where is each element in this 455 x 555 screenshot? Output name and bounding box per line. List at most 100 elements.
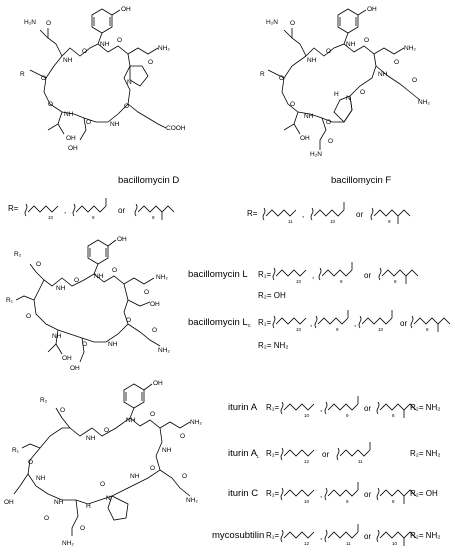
atom-h: H [86, 503, 91, 510]
chain-repeat-count: 8 [392, 413, 395, 418]
r1-label: R₁= [258, 270, 271, 279]
svg-text:or: or [322, 450, 329, 459]
atom-oh: OH [70, 365, 80, 372]
atom-oh: OH [66, 135, 76, 142]
r-group-row-bacillomycin-d: R= 10 , 9 or 8 [8, 198, 175, 220]
structure-bacillomycin-l: OH R₂ O NH₂ O OH NH O NH O O NH O NH O R… [6, 236, 170, 372]
chain-repeat-count: 11 [346, 541, 351, 546]
atom-nh2: NH₂ [404, 45, 416, 52]
svg-text:or: or [400, 319, 407, 328]
atom-nh2: NH₂ [190, 419, 202, 426]
atom-o: O [144, 289, 149, 296]
atom-o: O [412, 77, 417, 84]
atom-nh: NH [100, 41, 110, 48]
atom-nh: NH [130, 473, 140, 480]
chain-repeat-count: 9 [346, 413, 349, 418]
atom-o: O [74, 277, 79, 284]
atom-nh2: NH₂ [62, 540, 74, 547]
chain-repeat-count: 12 [304, 459, 310, 464]
compound-name-iturin-c: iturin C [228, 488, 258, 499]
atom-o: O [150, 465, 155, 472]
compound-name-bacillomycin-d: bacillomycin D [118, 175, 179, 186]
atom-oh: OH [117, 236, 127, 243]
atom-nh2: NH₂ [418, 99, 430, 106]
svg-text:,: , [354, 319, 356, 328]
svg-text:,: , [310, 319, 312, 328]
atom-nh: NH [307, 57, 317, 64]
atom-o: O [80, 525, 85, 532]
chain-repeat-count: 10 [330, 219, 336, 224]
svg-text:or: or [356, 210, 363, 219]
atom-nh: NH [162, 447, 172, 454]
atom-nh2: NH₂ [158, 45, 170, 52]
compound-name-mycosubtilin: mycosubtilin [212, 530, 264, 541]
chain-repeat-count: 8 [392, 499, 395, 504]
atom-nh: NH [63, 57, 73, 64]
r2-value: R₂= NH₂ [410, 449, 440, 458]
chain-repeat-count: 10 [378, 327, 384, 332]
r-group-row-iturin-c: iturin C R₁= 10 , 9 or 8 R₂= OH [228, 482, 438, 504]
r-group-row-iturin-a: iturin A R₁= 10 , 9 or 8 R₂= NH₂ [228, 396, 440, 418]
atom-o: O [46, 20, 51, 27]
atom-o: O [60, 407, 65, 414]
atom-r1: R₁ [6, 297, 14, 304]
chain-repeat-count: 11 [288, 219, 293, 224]
atom-h: H [334, 91, 339, 98]
atom-nh: NH [36, 475, 46, 482]
svg-text:,: , [320, 490, 322, 499]
chain-repeat-count: 10 [392, 541, 398, 546]
r-group-row-bacillomycin-l: bacillomycin L R₁= 10 , 9 or 8 R₂= OH [188, 262, 419, 300]
atom-r2: R₂ [40, 397, 48, 404]
atom-r: R [260, 71, 265, 78]
r2-value: R₂= NH₂ [410, 531, 440, 540]
atom-nh: NH [108, 341, 118, 348]
r1-label: R₁= [266, 489, 279, 498]
r1-label: R₁= [266, 449, 279, 458]
structure-bacillomycin-f: OH H₂N O NH₂ O NH₂ O H N NH O NH O NH O … [260, 6, 430, 158]
chain-repeat-count: 10 [296, 327, 302, 332]
atom-oh: OH [62, 355, 72, 362]
atom-nh2: NH₂ [158, 347, 170, 354]
atom-nh: NH [378, 71, 388, 78]
compound-name-bacillomycin-lc: bacillomycin LC [188, 317, 252, 328]
atom-oh: OH [121, 6, 131, 13]
atom-o: O [394, 59, 399, 66]
chain-repeat-count: 9 [388, 219, 391, 224]
atom-o: O [290, 101, 295, 108]
atom-o: O [100, 481, 105, 488]
chain-repeat-count: 9 [92, 215, 95, 220]
atom-o: O [48, 101, 53, 108]
r-label: R= [247, 209, 258, 218]
atom-h2n: H₂N [24, 19, 36, 26]
atom-o: O [180, 433, 185, 440]
atom-o: O [328, 138, 333, 145]
r1-label: R₁= [266, 531, 279, 540]
r2-value: R₂= OH [258, 291, 286, 300]
r-label: R= [8, 204, 19, 213]
atom-o: O [41, 75, 46, 82]
chain-repeat-count: 9 [336, 327, 339, 332]
atom-nh: NH [346, 41, 356, 48]
r2-value: R₂= NH₂ [410, 403, 440, 412]
svg-text:,: , [302, 210, 304, 219]
atom-o: O [326, 48, 331, 55]
atom-nh: NH [64, 111, 74, 118]
atom-nh: NH [54, 499, 64, 506]
svg-text:,: , [320, 532, 322, 541]
atom-h2n: H₂N [266, 19, 278, 26]
compound-name-bacillomycin-f: bacillomycin F [331, 175, 391, 186]
atom-o: O [279, 75, 284, 82]
atom-nh2: NH₂ [156, 274, 168, 281]
chain-repeat-count: 8 [426, 327, 429, 332]
atom-nh2: NH₂ [186, 497, 198, 504]
structure-iturin-family: OH R₂ O NH₂ O NH₂ O N H NH O NH O NH O N… [4, 380, 202, 547]
atom-o: O [28, 459, 33, 466]
atom-cooh: COOH [166, 125, 186, 132]
svg-text:or: or [364, 532, 371, 541]
r-group-row-mycosubtilin: mycosubtilin R₁= 12 , 11 or 10 R₂= NH₂ [212, 524, 440, 546]
r2-value: R₂= OH [410, 489, 438, 498]
atom-o: O [364, 37, 369, 44]
atom-o: O [82, 341, 87, 348]
atom-r1: R₁ [12, 447, 20, 454]
